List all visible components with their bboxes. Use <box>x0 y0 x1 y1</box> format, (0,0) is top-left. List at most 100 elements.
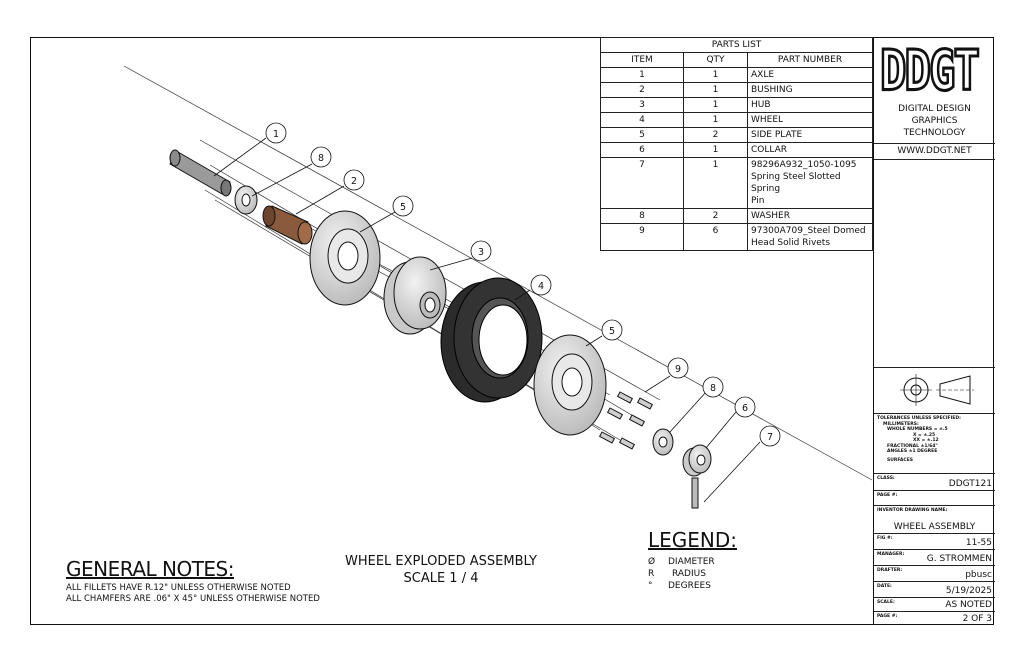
page-number-value: 2 OF 3 <box>962 614 992 624</box>
tolerance-line: X = ±.25 <box>913 432 936 438</box>
qty-cell: 1 <box>683 157 748 209</box>
drawing-title: WHEEL EXPLODED ASSEMBLY SCALE 1 / 4 <box>330 553 552 587</box>
balloon-label: 5 <box>400 202 406 213</box>
company-line: TECHNOLOGY <box>903 128 966 138</box>
side-plate-part-left <box>309 210 381 306</box>
part-line: Pin <box>751 196 765 206</box>
collar-part <box>682 444 712 477</box>
tolerance-line: ANGLES ±1 DEGREE <box>887 449 938 454</box>
page-number-label: PAGE #: <box>877 614 898 619</box>
fig-row: FIG #: 11-55 <box>874 533 995 549</box>
part-line: Spring Steel Slotted Spring <box>751 172 841 194</box>
balloon-label: 2 <box>351 176 357 187</box>
item-cell: 1 <box>600 67 684 83</box>
wheel-part <box>440 277 543 403</box>
drawing-sheet-border <box>30 37 994 625</box>
part-cell: WASHER <box>747 208 873 224</box>
parts-list-title: PARTS LIST <box>600 37 873 53</box>
manager-row: MANAGER: G. STROMMEN <box>874 549 995 565</box>
manager-label: MANAGER: <box>877 552 905 557</box>
tolerance-line: XX = ±.12 <box>913 438 939 443</box>
balloon-8-left <box>310 146 332 168</box>
company-line: GRAPHICS <box>911 116 958 126</box>
qty-cell: 2 <box>683 208 748 224</box>
class-label: CLASS: <box>877 476 895 481</box>
part-cell: HUB <box>747 97 873 113</box>
balloon-7 <box>759 425 781 447</box>
washer-part-left <box>234 185 258 215</box>
note-line: ALL FILLETS HAVE R.12" UNLESS OTHERWISE … <box>66 583 291 593</box>
drafter-value: pbusc <box>965 570 992 580</box>
page-number-row: PAGE #: 2 OF 3 <box>874 611 995 625</box>
drawing-name-label: INVENTOR DRAWING NAME: <box>877 508 948 513</box>
drawing-scale-line: SCALE 1 / 4 <box>403 571 479 586</box>
company-logo: DDGT DIGITAL DESIGN GRAPHICS TECHNOLOGY <box>874 37 995 144</box>
page-label: PAGE #: <box>877 493 898 498</box>
legend-symbol: R <box>648 569 655 579</box>
qty-cell: 2 <box>683 127 748 143</box>
balloon-2 <box>343 169 365 191</box>
item-cell: 4 <box>600 112 684 128</box>
date-value: 5/19/2025 <box>945 586 992 596</box>
item-cell: 5 <box>600 127 684 143</box>
scale-value: AS NOTED <box>945 600 992 610</box>
tolerance-line: TOLERANCES UNLESS SPECIFIED: <box>877 416 961 421</box>
hub-part <box>383 256 447 335</box>
part-cell: WHEEL <box>747 112 873 128</box>
tolerance-line: WHOLE NUMBERS = ±.5 <box>887 427 948 432</box>
part-cell: AXLE <box>747 67 873 83</box>
drafter-label: DRAFTER: <box>877 568 903 573</box>
date-row: DATE: 5/19/2025 <box>874 581 995 597</box>
part-line: 97300A709_Steel Domed <box>751 226 866 236</box>
scale-row: SCALE: AS NOTED <box>874 597 995 611</box>
title-block: DDGT DIGITAL DESIGN GRAPHICS TECHNOLOGY … <box>873 37 995 625</box>
bushing-part <box>262 205 313 245</box>
date-label: DATE: <box>877 584 892 589</box>
qty-cell: 1 <box>683 97 748 113</box>
qty-cell: 1 <box>683 112 748 128</box>
header-part-number: PART NUMBER <box>747 52 873 68</box>
legend-symbol: ° <box>648 581 653 591</box>
logo-mark: DDGT <box>879 39 981 103</box>
website-link[interactable]: WWW.DDGT.NET <box>874 143 995 160</box>
balloon-label: 8 <box>318 153 324 164</box>
rivets-part <box>598 391 654 450</box>
tolerance-line: FRACTIONAL ±1/64" <box>887 443 938 449</box>
legend-heading: LEGEND: <box>648 528 738 552</box>
qty-cell: 1 <box>683 67 748 83</box>
drafter-row: DRAFTER: pbusc <box>874 565 995 581</box>
company-line: DIGITAL DESIGN <box>898 104 971 114</box>
side-plate-part-right <box>533 334 607 436</box>
qty-cell: 1 <box>683 82 748 98</box>
balloon-label: 1 <box>273 129 279 140</box>
legend-text: DEGREES <box>668 581 711 591</box>
page-row: PAGE #: <box>874 490 995 505</box>
header-item: ITEM <box>600 52 684 68</box>
balloon-3 <box>470 240 492 262</box>
balloon-label: 9 <box>675 364 681 375</box>
balloon-8-right <box>702 376 724 398</box>
balloon-5-right <box>601 319 623 341</box>
tolerances-block: TOLERANCES UNLESS SPECIFIED: MILLIMETERS… <box>874 413 995 473</box>
item-balloons <box>213 122 781 503</box>
balloon-9 <box>667 357 689 379</box>
legend-item: ° DEGREES <box>648 580 715 592</box>
item-cell: 8 <box>600 208 684 224</box>
header-qty: QTY <box>683 52 748 68</box>
balloon-label: 8 <box>710 383 716 394</box>
fig-value: 11-55 <box>965 538 992 548</box>
general-notes: ALL FILLETS HAVE R.12" UNLESS OTHERWISE … <box>66 583 320 605</box>
item-cell: 7 <box>600 157 684 209</box>
tolerance-line: MILLIMETERS: <box>883 421 919 427</box>
washer-part-right <box>652 428 674 456</box>
